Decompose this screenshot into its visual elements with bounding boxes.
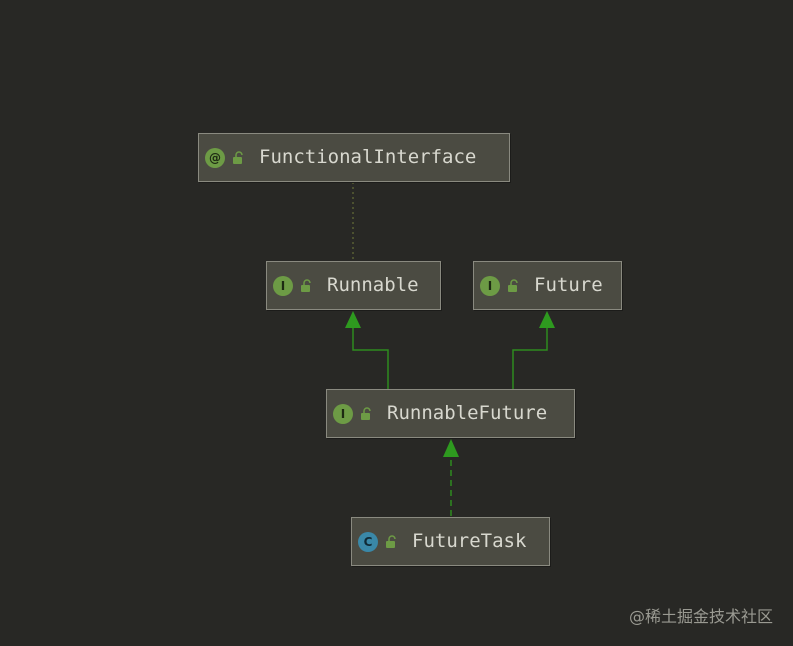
node-runnable-future[interactable]: I RunnableFuture (326, 389, 575, 438)
class-icon: C (358, 531, 378, 552)
arrowhead-runnable (345, 311, 361, 328)
public-unlocked-icon (301, 278, 311, 292)
node-future-task[interactable]: C FutureTask (351, 517, 550, 566)
interface-icon: I (480, 275, 500, 296)
public-unlocked-icon (233, 150, 243, 164)
edge-runnable-future-to-future (512, 327, 548, 389)
arrowhead-runnable-future (443, 439, 459, 457)
node-runnable[interactable]: I Runnable (266, 261, 441, 310)
node-functional-interface[interactable]: @ FunctionalInterface (198, 133, 510, 182)
arrowhead-future (539, 311, 555, 328)
interface-icon: I (333, 403, 353, 424)
watermark: @稀土掘金技术社区 (628, 607, 773, 626)
edge-runnable-future-to-runnable (352, 327, 389, 389)
node-label: FutureTask (412, 530, 527, 552)
interface-icon: I (273, 275, 293, 296)
node-label: RunnableFuture (387, 402, 548, 424)
public-unlocked-icon (386, 534, 396, 548)
public-unlocked-icon (361, 406, 371, 420)
node-label: Runnable (327, 274, 419, 296)
node-label: FunctionalInterface (259, 146, 477, 168)
annotation-type-icon: @ (205, 147, 225, 168)
node-label: Future (534, 274, 603, 296)
public-unlocked-icon (508, 278, 518, 292)
node-future[interactable]: I Future (473, 261, 622, 310)
